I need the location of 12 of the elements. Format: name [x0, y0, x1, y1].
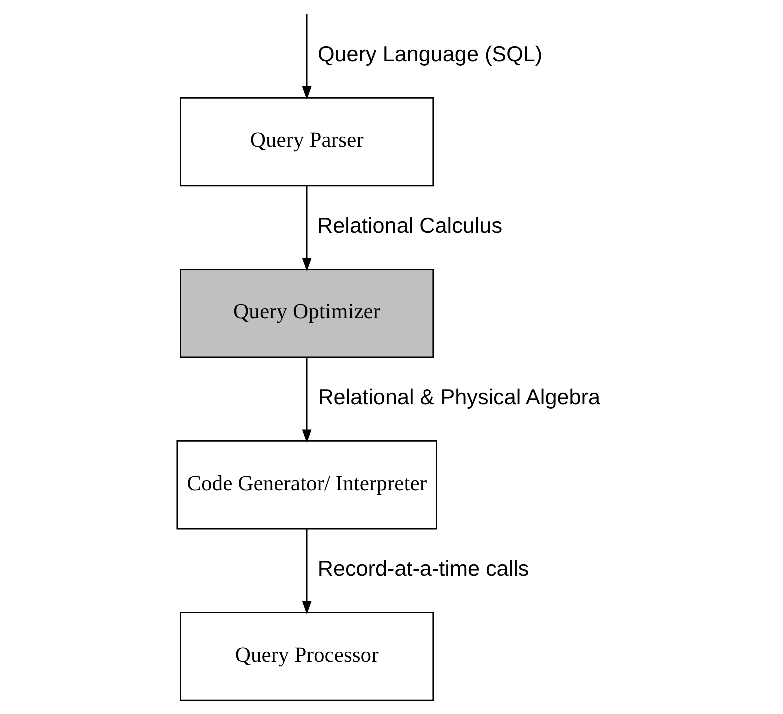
edge-label: Relational Calculus [318, 212, 503, 238]
node-box: Code Generator/ Interpreter [176, 440, 438, 530]
edge-label: Relational & Physical Algebra [318, 384, 600, 410]
node-box: Query Optimizer [180, 269, 434, 358]
arrow [302, 14, 312, 100]
edge-label: Record-at-a-time calls [318, 556, 530, 582]
node-box: Query Parser [180, 97, 434, 187]
node-box: Query Processor [180, 612, 434, 702]
arrow [302, 186, 312, 272]
arrow [302, 529, 312, 615]
edge-label: Query Language (SQL) [318, 41, 543, 66]
arrow [302, 358, 312, 444]
